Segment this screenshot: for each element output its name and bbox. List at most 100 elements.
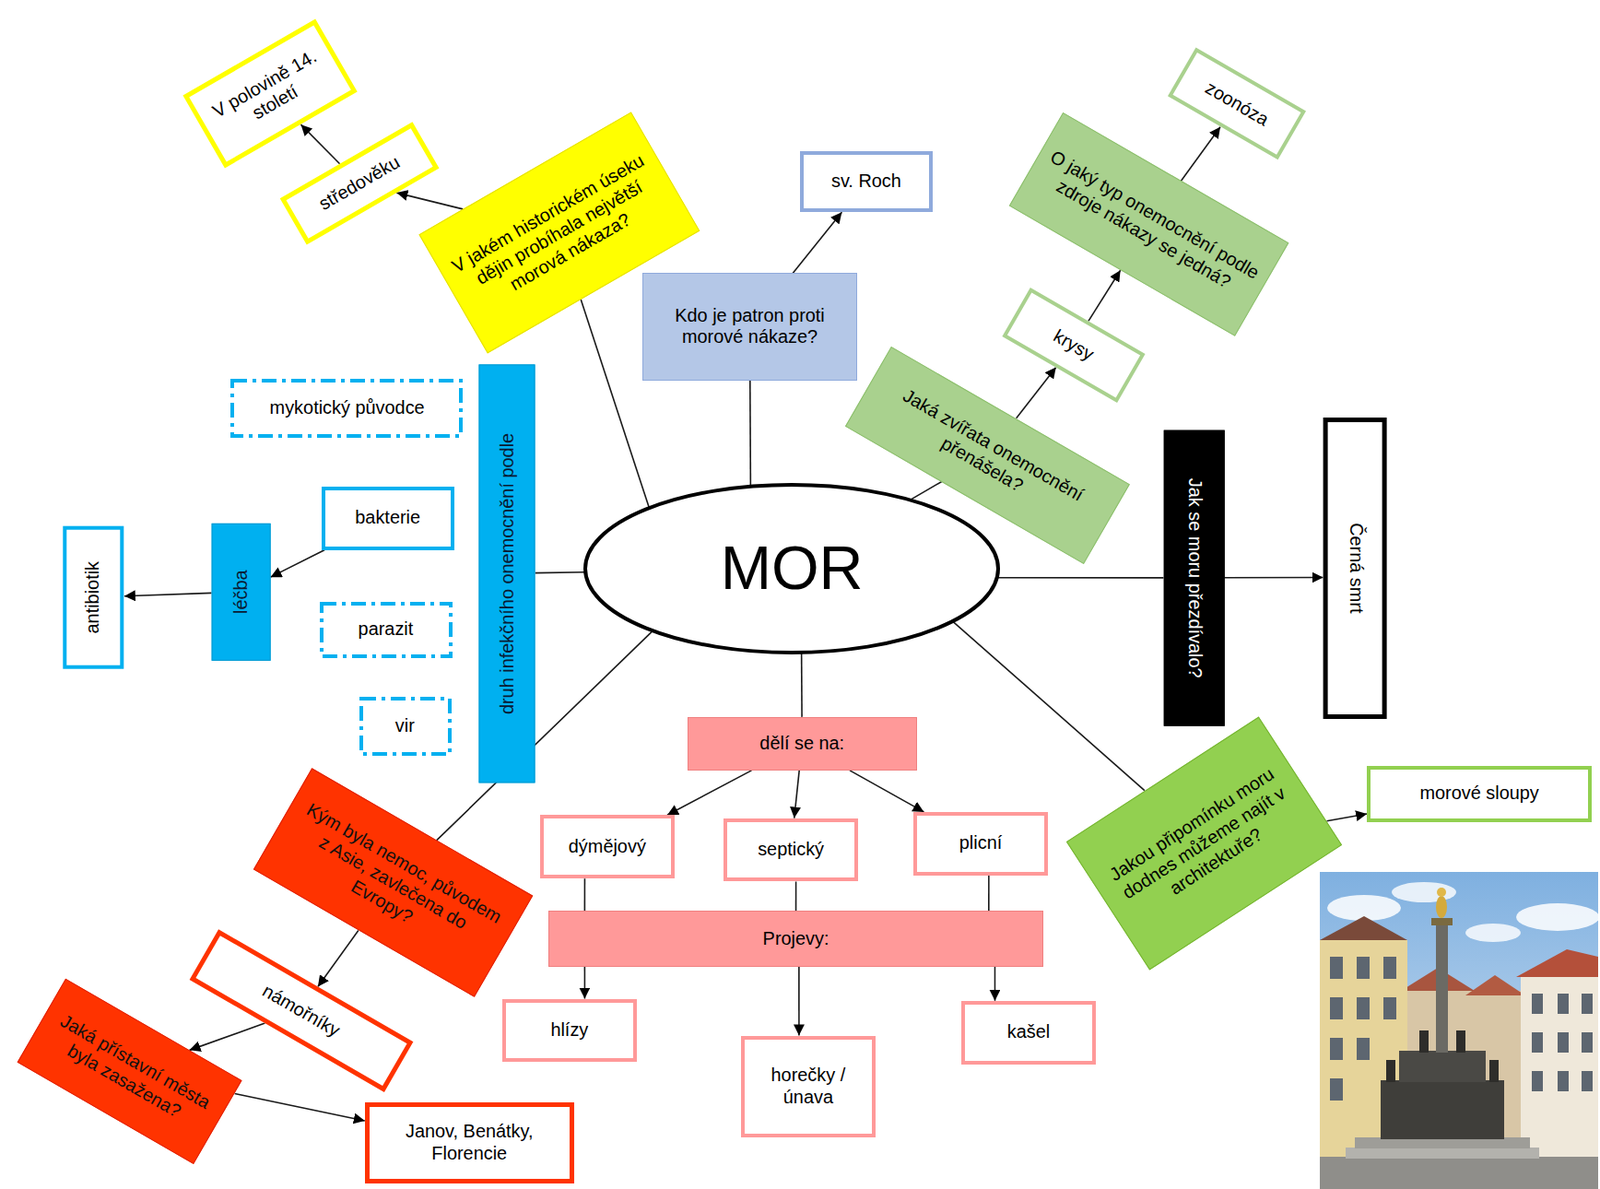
node-text: MOR <box>720 531 864 606</box>
node-text: antibiotik <box>82 561 106 635</box>
connector <box>1016 366 1057 418</box>
node-text: mykotický původce <box>270 397 425 420</box>
window <box>1356 1037 1370 1060</box>
window <box>1329 1078 1343 1101</box>
category-box: dělí se na: <box>687 717 918 771</box>
node-text: Jaká přístavní města byla zasažena? <box>39 1006 222 1137</box>
pavement <box>1319 1156 1599 1189</box>
connector <box>584 966 587 1000</box>
window <box>1557 1070 1569 1092</box>
node-text: Kdo je patron proti morové nákaze? <box>652 305 848 350</box>
connector <box>952 622 1145 791</box>
category-box: druh infekčního onemocnění podle <box>479 364 536 783</box>
answer-box: hlízy <box>502 999 637 1063</box>
ellipse-shape <box>585 484 999 653</box>
window <box>1356 997 1370 1020</box>
node-text: Janov, Benátky, Florencie <box>378 1120 561 1165</box>
answer-box: septický <box>723 818 859 883</box>
connector <box>1180 127 1221 181</box>
node-text: septický <box>757 838 824 861</box>
cloud <box>1516 903 1599 931</box>
node-text: námořníky <box>258 979 343 1042</box>
node-text: dělí se na: <box>759 732 845 755</box>
window <box>1383 997 1397 1020</box>
node-text: Černá smrt <box>1343 522 1366 613</box>
connector <box>396 192 463 210</box>
roof <box>1465 975 1526 996</box>
answer-box: bakterie <box>321 486 455 551</box>
node-text: horečky / únava <box>753 1064 863 1109</box>
connector <box>988 875 990 911</box>
window <box>1329 1037 1343 1060</box>
cloud <box>1391 882 1457 903</box>
connector <box>795 882 798 911</box>
dashdot-border <box>361 698 450 754</box>
node-text: plicní <box>959 832 1002 855</box>
window <box>1329 956 1343 979</box>
statue <box>1386 1059 1396 1083</box>
option-box: parazit <box>319 601 453 659</box>
dashdot-border <box>232 380 461 436</box>
connector <box>749 379 752 485</box>
column-shaft <box>1435 923 1448 1053</box>
plague-column-photo <box>1319 871 1599 1189</box>
answer-box: středověku <box>279 122 439 246</box>
connector <box>189 1023 266 1050</box>
category-box: Projevy: <box>548 910 1044 967</box>
connector <box>270 550 326 577</box>
answer-box: Černá smrt <box>1323 417 1388 719</box>
connector <box>994 966 997 1001</box>
option-box: mykotický původce <box>230 378 463 438</box>
node-text: hlízy <box>550 1019 589 1042</box>
golden-statue <box>1436 887 1447 897</box>
node-text: morové sloupy <box>1419 782 1539 805</box>
node-text: krysy <box>1049 324 1098 365</box>
connector <box>235 1093 365 1121</box>
window <box>1581 993 1593 1014</box>
node-text: kašel <box>1007 1021 1050 1044</box>
window <box>1557 1032 1569 1053</box>
answer-box: antibiotik <box>63 525 125 669</box>
node-text: zoonóza <box>1201 77 1273 131</box>
answer-box: krysy <box>1001 287 1145 403</box>
window <box>1531 993 1543 1014</box>
column-capital <box>1431 917 1453 926</box>
node-text: sv. Roch <box>831 170 902 193</box>
connector <box>580 299 649 507</box>
window <box>1356 956 1370 979</box>
answer-box: horečky / únava <box>741 1035 876 1139</box>
column-base <box>1399 1050 1486 1083</box>
connector <box>1088 270 1121 321</box>
answer-box: V polovině 14. století <box>183 19 358 169</box>
node-text: O jaký typ onemocnění podle zdroje nákaz… <box>1034 145 1265 305</box>
question-box: Jak se moru přezdívalo? <box>1163 429 1224 726</box>
window <box>1329 997 1343 1020</box>
node-text: Jak se moru přezdívalo? <box>1182 477 1205 678</box>
category-box: léčba <box>211 523 271 661</box>
node-text: parazit <box>358 618 414 641</box>
node-text: bakterie <box>354 506 421 530</box>
answer-box: dýmějový <box>540 814 675 879</box>
node-text: V jakém historickém úseku dějin probíhal… <box>445 148 673 318</box>
node-text: léčba <box>230 569 253 614</box>
connector <box>849 770 924 812</box>
question-box: Jakou připomínku moru dodnes můžeme nají… <box>1066 716 1342 970</box>
window <box>1531 1070 1543 1092</box>
statue <box>1419 1030 1429 1053</box>
connector <box>1223 576 1323 579</box>
cloud <box>1465 923 1521 942</box>
option-box: vir <box>359 696 452 756</box>
answer-box: zoonóza <box>1167 47 1306 161</box>
window <box>1557 993 1569 1014</box>
answer-box: sv. Roch <box>800 151 933 212</box>
connector <box>301 124 341 165</box>
question-box: Jaká přístavní města byla zasažena? <box>17 978 243 1165</box>
node-text: středověku <box>315 151 404 215</box>
connector <box>794 770 800 819</box>
connector <box>667 770 752 815</box>
roof <box>1319 916 1408 941</box>
window <box>1383 956 1397 979</box>
answer-box: plicní <box>913 811 1048 876</box>
node-text: druh infekčního onemocnění podle <box>495 433 518 715</box>
